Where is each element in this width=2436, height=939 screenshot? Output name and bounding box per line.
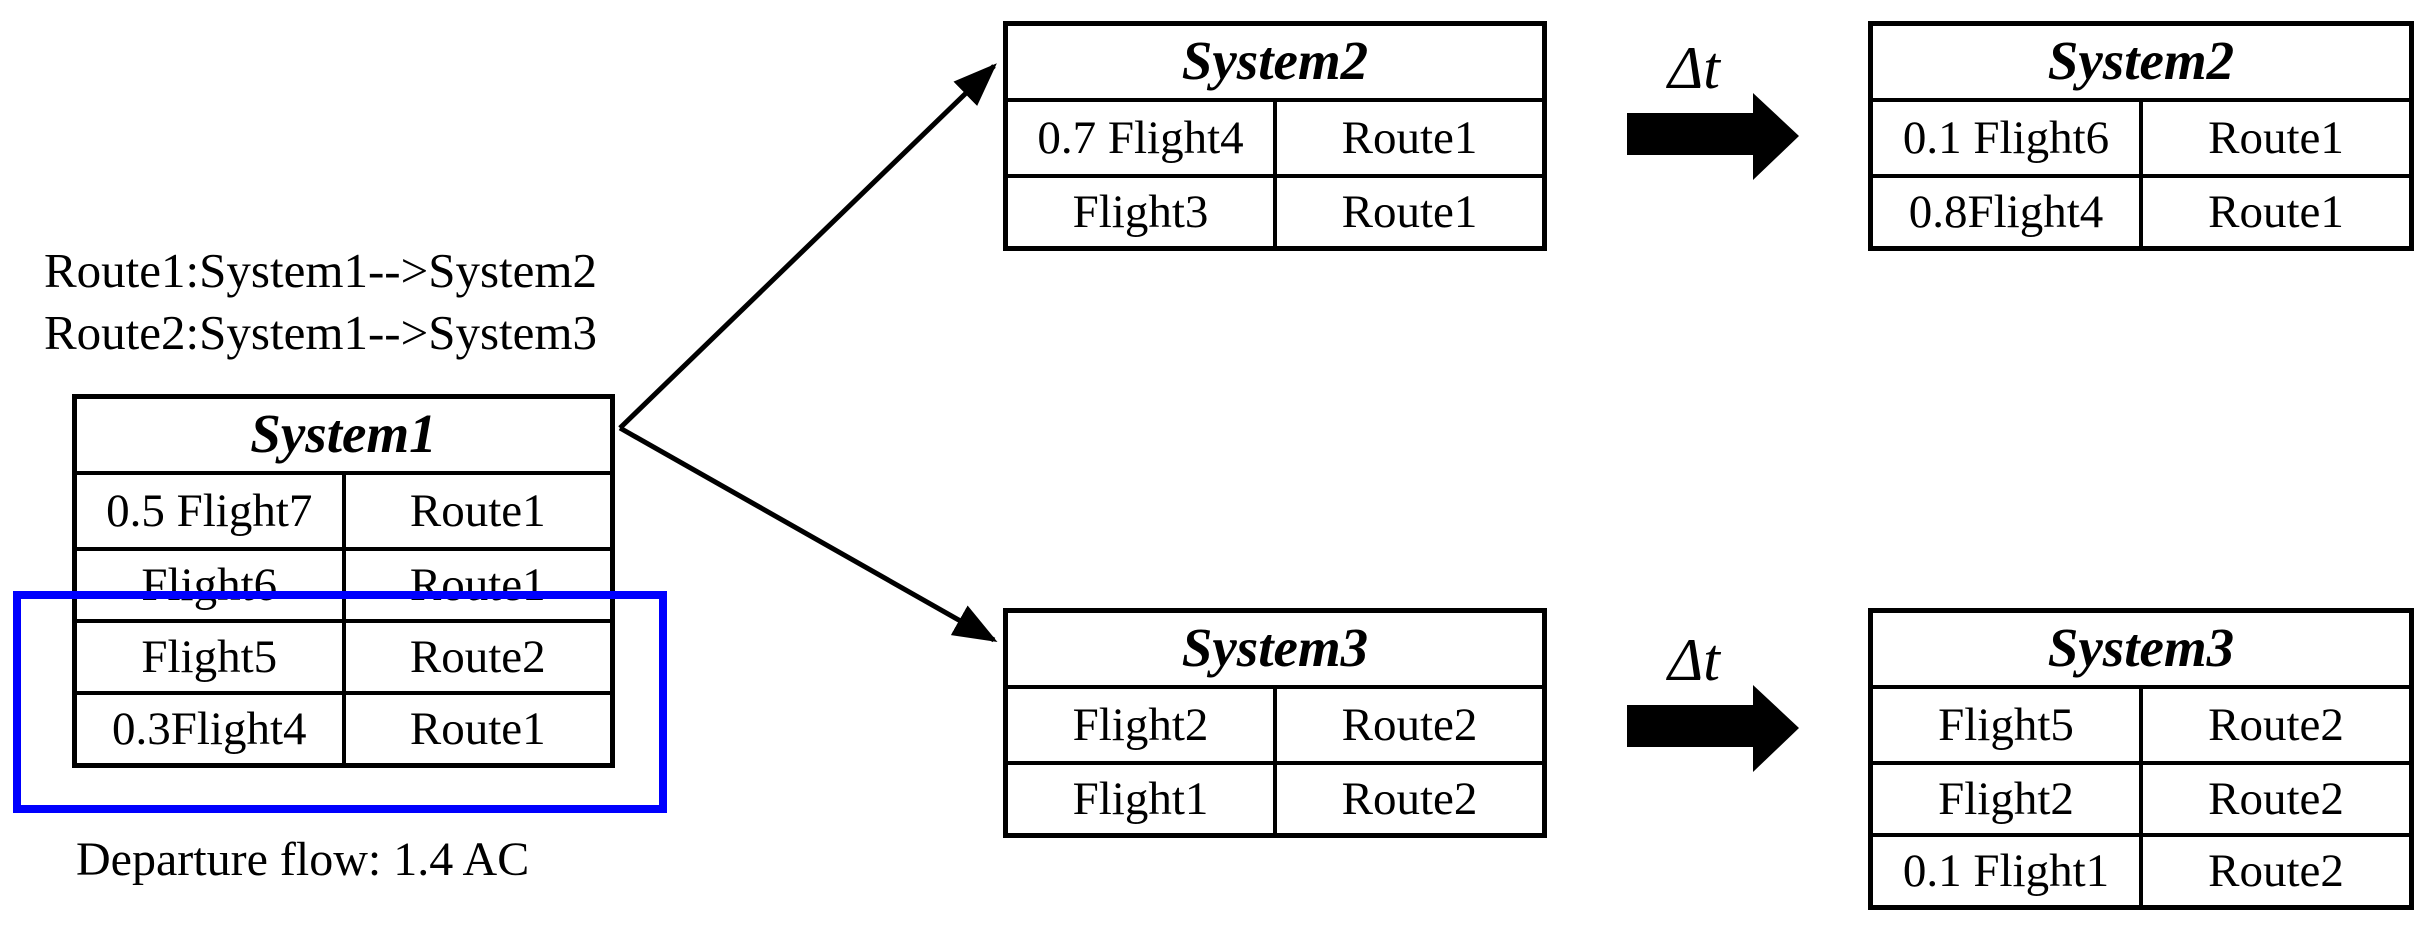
system3-before-table-title: System3 bbox=[1008, 613, 1542, 689]
route-cell: Route1 bbox=[2208, 186, 2344, 238]
flight-cell: 0.1 Flight6 bbox=[1873, 102, 2143, 174]
route-cell: Route2 bbox=[2208, 773, 2344, 825]
table-row: Flight3 Route1 bbox=[1008, 174, 1542, 246]
table-row: 0.7 Flight4 Route1 bbox=[1008, 102, 1542, 174]
delta-t-arrow-bottom bbox=[1627, 685, 1799, 772]
table-row: Flight2 Route2 bbox=[1873, 761, 2409, 833]
flight-cell: Flight5 bbox=[1873, 689, 2143, 761]
route-cell: Route2 bbox=[1341, 699, 1478, 751]
route-cell: Route1 bbox=[409, 485, 546, 537]
table-row: Flight1 Route2 bbox=[1008, 761, 1542, 833]
route2-definition: Route2:System1-->System3 bbox=[44, 305, 598, 360]
route-legend: Route1:System1-->System2 Route2:System1-… bbox=[44, 240, 597, 364]
system2-before-table-title: System2 bbox=[1008, 26, 1542, 102]
table-row: 0.5 Flight7 Route1 bbox=[77, 475, 610, 547]
route-cell: Route1 bbox=[1341, 186, 1478, 238]
route-cell: Route2 bbox=[1341, 773, 1478, 825]
table-row: Flight5 Route2 bbox=[77, 619, 610, 691]
flight-cell: Flight2 bbox=[1873, 765, 2143, 833]
route-cell: Route2 bbox=[2208, 699, 2344, 751]
flight-cell: 0.8Flight4 bbox=[1873, 178, 2143, 246]
delta-t-label-top: Δt bbox=[1668, 35, 1720, 101]
highlight-box bbox=[13, 591, 667, 813]
flight-cell: 0.5 Flight7 bbox=[77, 475, 346, 547]
table-row: 0.1 Flight6 Route1 bbox=[1873, 102, 2409, 174]
table-row: Flight5 Route2 bbox=[1873, 689, 2409, 761]
flight-cell: 0.3Flight4 bbox=[77, 695, 346, 763]
system3-after-table-title: System3 bbox=[1873, 613, 2409, 689]
flight-cell: Flight3 bbox=[1008, 178, 1277, 246]
table-row: Flight6 Route1 bbox=[77, 547, 610, 619]
table-row: 0.8Flight4 Route1 bbox=[1873, 174, 2409, 246]
flight-cell: 0.1 Flight1 bbox=[1873, 837, 2143, 905]
route1-definition: Route1:System1-->System2 bbox=[44, 243, 598, 298]
route-cell: Route1 bbox=[409, 703, 546, 755]
system2-after-table-title: System2 bbox=[1873, 26, 2409, 102]
flight-cell: 0.7 Flight4 bbox=[1008, 102, 1277, 174]
table-row: 0.1 Flight1 Route2 bbox=[1873, 833, 2409, 905]
route-cell: Route1 bbox=[1341, 112, 1478, 164]
flow-arrow-to-system2 bbox=[618, 63, 997, 430]
flow-arrow-to-system3 bbox=[618, 425, 998, 643]
delta-t-label-bottom: Δt bbox=[1668, 627, 1720, 693]
delta-t-arrow-top bbox=[1627, 93, 1799, 180]
departure-flow-label: Departure flow: 1.4 AC bbox=[76, 833, 530, 886]
system1-table-title: System1 bbox=[77, 399, 610, 475]
table-row: 0.3Flight4 Route1 bbox=[77, 691, 610, 763]
flight-cell: Flight2 bbox=[1008, 689, 1277, 761]
table-row: Flight2 Route2 bbox=[1008, 689, 1542, 761]
route-cell: Route1 bbox=[2208, 112, 2344, 164]
flight-cell: Flight6 bbox=[77, 551, 346, 619]
route-cell: Route2 bbox=[409, 631, 546, 683]
route-cell: Route2 bbox=[2208, 845, 2344, 897]
route-cell: Route1 bbox=[409, 559, 546, 611]
flight-cell: Flight5 bbox=[77, 623, 346, 691]
flight-cell: Flight1 bbox=[1008, 765, 1277, 833]
